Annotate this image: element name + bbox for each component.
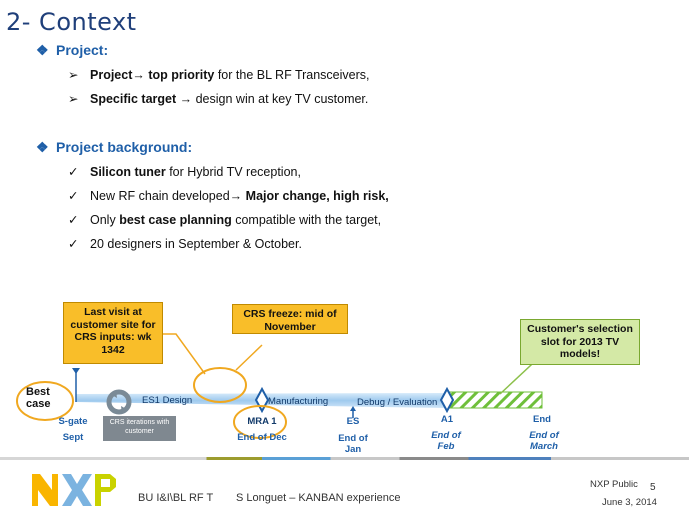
callout-last-visit: Last visit at customer site for CRS inpu… (63, 302, 163, 364)
manufacturing-label: Manufacturing (268, 396, 329, 407)
end-of-march-label: End of March (529, 430, 559, 452)
slide-title: 2- Context (6, 8, 137, 36)
background-bullet-4: ✓20 designers in September & October. (68, 237, 302, 251)
nxp-logo (32, 474, 116, 506)
footer-date: June 3, 2014 (602, 497, 657, 508)
footer-divider (0, 457, 689, 460)
checkmark-bullet-icon: ✓ (68, 213, 79, 227)
callout-crs-freeze: CRS freeze: mid of November (232, 304, 348, 334)
background-heading: ❖Project background: (36, 139, 193, 155)
mra1-label: MRA 1 (247, 416, 277, 427)
background-bullet-2: ✓New RF chain developed→ Major change, h… (68, 189, 389, 203)
timeline-graphic (16, 333, 546, 439)
es-arrow-head-icon (350, 406, 356, 411)
a1-label: A1 (440, 414, 454, 425)
best-case-label: Best case (26, 386, 51, 410)
checkmark-bullet-icon: ✓ (68, 165, 79, 179)
footer-author: S Longuet – KANBAN experience (236, 492, 401, 504)
selection-slot-bar (449, 391, 543, 409)
background-bullet-3: ✓Only best case planning compatible with… (68, 213, 382, 227)
crs-iterations-box: CRS iterations with customer (103, 416, 176, 441)
crs-freeze-circle (193, 367, 247, 403)
page-number: 5 (650, 482, 656, 493)
a1-diamond-icon (439, 386, 455, 414)
arrowhead-bullet-icon: ➢ (68, 68, 79, 82)
refresh-icon (106, 389, 132, 415)
mra1-diamond-icon (254, 386, 270, 414)
arrowhead-bullet-icon: ➢ (68, 92, 79, 106)
callout-selection-slot: Customer's selection slot for 2013 TV mo… (520, 319, 640, 365)
es1-design-label: ES1 Design (142, 395, 193, 406)
project-heading: ❖Project: (36, 42, 109, 58)
end-of-feb-label: End of Feb (431, 430, 461, 452)
sept-label: Sept (62, 432, 84, 443)
footer-classification: NXP Public (590, 479, 638, 490)
end-label: End (533, 414, 551, 425)
diamond-bullet-icon: ❖ (36, 139, 49, 155)
sgate-label: S-gate (58, 416, 88, 427)
crs-freeze-pointer (235, 344, 263, 371)
es-label: ES (346, 416, 360, 427)
debug-evaluation-label: Debug / Evaluation (357, 397, 438, 408)
footer-dept: BU I&I\BL RF T (138, 492, 214, 504)
mra1-circle (233, 405, 287, 439)
diamond-bullet-icon: ❖ (36, 42, 49, 58)
checkmark-bullet-icon: ✓ (68, 237, 79, 251)
end-of-jan-label: End of Jan (338, 433, 368, 455)
project-bullet-2: ➢Specific target → design win at key TV … (68, 92, 369, 106)
sgate-flag-icon (72, 368, 80, 374)
background-bullet-1: ✓Silicon tuner for Hybrid TV reception, (68, 165, 301, 179)
project-bullet-1: ➢Project→ top priority for the BL RF Tra… (68, 68, 370, 82)
best-case-circle (16, 381, 74, 421)
end-of-dec-label: End of Dec (237, 432, 287, 443)
checkmark-bullet-icon: ✓ (68, 189, 79, 203)
